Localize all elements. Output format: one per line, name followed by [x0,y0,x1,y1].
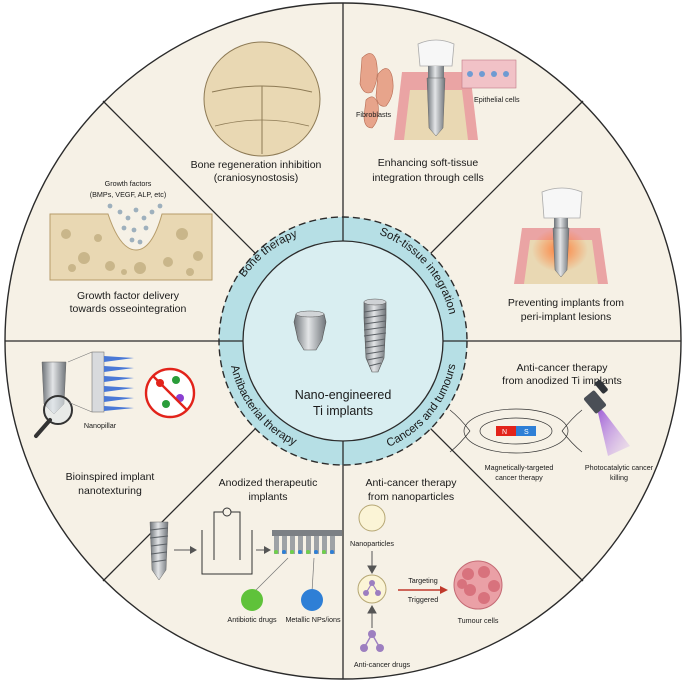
soft-tissue-line1: Enhancing soft-tissue [378,157,479,169]
soft-tissue-line2: integration through cells [372,172,484,184]
growth-title2: (BMPs, VEGF, ALP, etc) [90,190,167,199]
fibroblast-cells-icon [359,53,394,129]
bone-regen-line2: (craniosynostosis) [214,172,299,184]
flashlight-icon [584,379,630,456]
nanoparticle-icon [358,504,386,532]
bioinspired-line1: Bioinspired implant [66,471,155,483]
callout-lines [253,557,315,593]
nano-cancer-line2: from nanoparticles [368,491,454,503]
magnet-field-icon: N S [449,408,583,454]
center-title-line2: Ti implants [313,404,373,418]
bone-regen-line1: Bone regeneration inhibition [191,159,322,171]
bone-tissue-icon [49,203,213,281]
implant-small-icon [149,521,169,581]
mag-line1: Magnetically-targeted [485,463,554,472]
tumour-cells-icon [453,560,503,610]
antibiotic-label: Antibiotic drugs [227,615,277,624]
nano-cancer-line1: Anti-cancer therapy [365,477,457,489]
triggered-label: Triggered [408,595,439,604]
metallic-np-icon [301,589,323,611]
anti-cancer-drug-icon [360,630,384,652]
zoom-lines [67,351,93,413]
skull-icon [203,41,321,157]
fibroblasts-label: Fibroblasts [356,110,392,119]
growth-title1: Growth factors [105,179,152,188]
dental-implant-gum-icon [394,39,478,140]
nanopillar-icon [91,351,134,413]
drug-loaded-particle-icon [357,574,387,604]
no-bacteria-icon [144,367,196,419]
metallic-label: Metallic NPs/ions [285,615,341,624]
center-title-line1: Nano-engineered [295,388,392,402]
targeting-label: Targeting [408,576,438,585]
ring-dividers [219,217,467,465]
drugs-label: Anti-cancer drugs [354,660,411,669]
tumour-label: Tumour cells [458,616,499,625]
epithelial-cells-icon [461,59,517,89]
magnet-n: N [502,429,507,436]
abutment-icon [293,310,327,351]
process-arrow-1 [174,546,197,554]
peri-implant-icon [514,187,608,284]
nanopillar-label: Nanopillar [84,421,117,430]
implant-screw-icon [363,298,387,373]
anodized-thera-line1: Anodized therapeutic [219,477,318,489]
epithelial-label: Epithelial cells [474,95,520,104]
anodized-cancer-line2: from anodized Ti implants [502,375,622,387]
nanotube-array-icon [272,530,342,554]
targeting-arrow [398,586,448,594]
mag-line2: cancer therapy [495,473,543,482]
anodized-cancer-line1: Anti-cancer therapy [516,362,608,374]
flow-arrows [367,551,377,628]
photo-line2: killing [610,473,628,482]
antibiotic-drug-icon [241,589,263,611]
anodized-thera-line2: implants [248,491,287,503]
growth-line2: towards osseointegration [70,303,187,315]
process-arrow-2 [256,546,271,554]
peri-line1: Preventing implants from [508,297,624,309]
magnifier-implant-icon [34,361,73,438]
growth-line1: Growth factor delivery [77,290,180,302]
anodization-cell-icon [201,507,253,575]
magnet-s: S [524,429,529,436]
nanoparticles-label: Nanoparticles [350,539,394,548]
photo-line1: Photocatalytic cancer [585,463,654,472]
peri-line2: peri-implant lesions [521,311,611,323]
bioinspired-line2: nanotexturing [78,485,142,497]
